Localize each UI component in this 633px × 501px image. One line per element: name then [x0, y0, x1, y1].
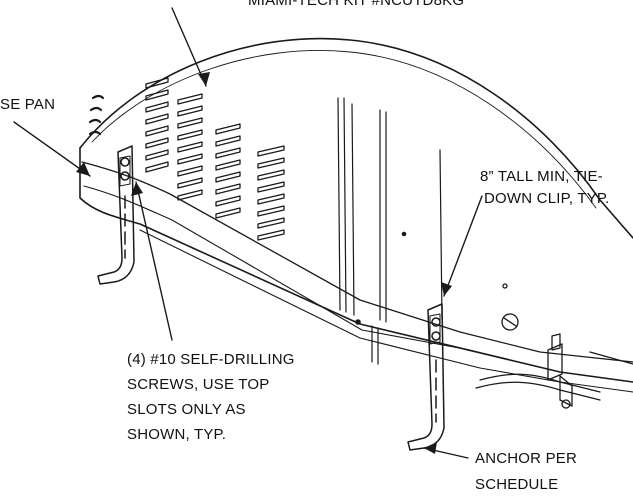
- callout-screws-label: (4) #10 SELF-DRILLING SCREWS, USE TOP SL…: [127, 347, 295, 447]
- leader-base-pan-arrowhead: [76, 162, 90, 176]
- louver-grille-2: [177, 93, 203, 201]
- unit-housing-edge: [91, 49, 597, 209]
- callout-tie-down-clip-line-2: DOWN CLIP, TYP.: [484, 190, 610, 207]
- louver-grille-3: [215, 123, 241, 219]
- base-pan-outline: [79, 147, 633, 383]
- base-pan-top-rail: [81, 161, 633, 363]
- callout-screws-line-3: SLOTS ONLY AS: [127, 401, 246, 418]
- callout-base-pan-label: SE PAN: [0, 94, 55, 116]
- callout-anchor-line-2: SCHEDULE: [475, 476, 559, 493]
- leader-screws-arrowhead: [131, 182, 143, 196]
- louver-grille-1: [145, 77, 169, 173]
- leader-kit: [171, 7, 207, 87]
- leader-tie-down-clip-arrowhead: [441, 282, 452, 296]
- unit-housing-outline: [79, 37, 633, 239]
- left-pan-louvers: [88, 94, 105, 136]
- leader-base-pan: [13, 121, 91, 177]
- callout-anchor-line-1: ANCHOR PER: [475, 450, 578, 467]
- callout-kit-line-1: MIAMI-TECH KIT #NCUTD8KG: [248, 0, 465, 9]
- callout-kit-label: MIAMI-TECH KIT #NCUTD8KG: [248, 0, 464, 12]
- leader-tie-down-clip: [443, 195, 483, 297]
- service-valve-area: [475, 283, 633, 409]
- callout-screws-line-1: (4) #10 SELF-DRILLING: [127, 351, 295, 368]
- leader-anchor-arrowhead: [424, 442, 437, 454]
- base-pan-lower-rail: [83, 185, 471, 351]
- louver-grille-4: [257, 145, 285, 241]
- panel-screw-dot: [401, 231, 407, 237]
- base-pan-hole: [355, 319, 361, 325]
- callout-tie-down-clip-line-1: 8” TALL MIN, TIE-: [480, 168, 603, 185]
- callout-screws-line-2: SCREWS, USE TOP: [127, 376, 270, 393]
- cabinet-panel-seams: [337, 97, 443, 323]
- callout-base-pan-line-1: SE PAN: [0, 96, 56, 113]
- callout-anchor-label: ANCHOR PER SCHEDULE: [475, 446, 577, 498]
- leader-kit-arrowhead: [198, 72, 210, 86]
- leader-screws: [135, 181, 173, 341]
- base-pan-seam: [371, 325, 379, 365]
- tie-down-clip-left: [97, 145, 135, 285]
- base-pan-bottom-edge: [139, 229, 633, 393]
- callout-tie-down-clip-label: 8” TALL MIN, TIE- DOWN CLIP, TYP.: [480, 166, 610, 210]
- tie-down-clip-right: [407, 303, 445, 451]
- callout-screws-line-4: SHOWN, TYP.: [127, 426, 227, 443]
